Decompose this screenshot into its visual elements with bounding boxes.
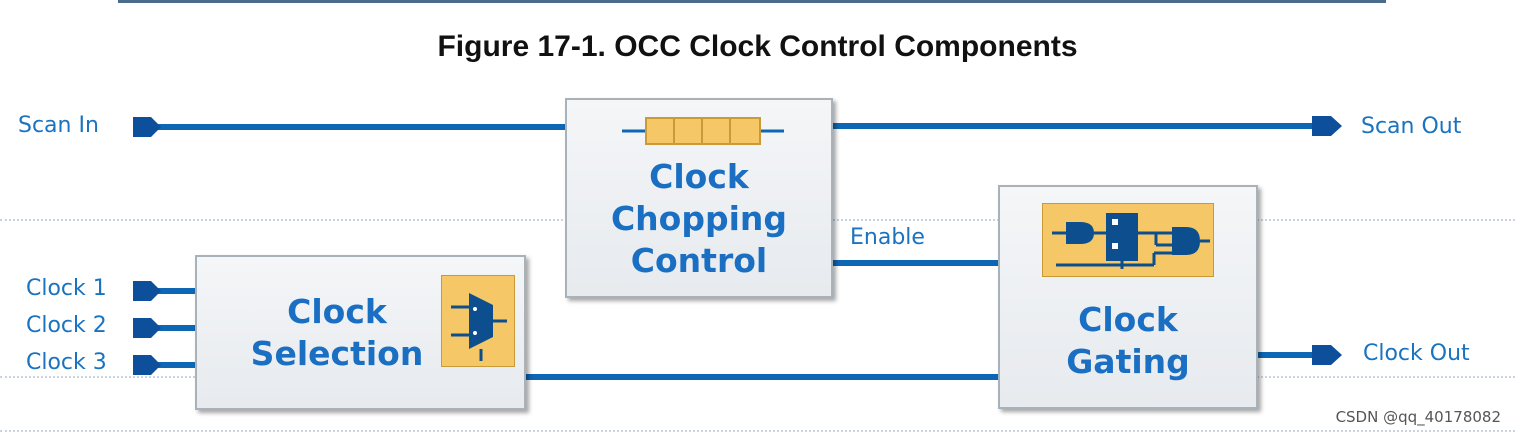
multiplexer-icon bbox=[440, 274, 516, 372]
clock-3-port bbox=[133, 355, 161, 375]
clock-gating-title: Clock Gating bbox=[1000, 299, 1256, 383]
clock-1-label: Clock 1 bbox=[26, 276, 107, 301]
clock-2-label: Clock 2 bbox=[26, 313, 107, 338]
clock-3-label: Clock 3 bbox=[26, 350, 107, 375]
block-title-line: Gating bbox=[1066, 342, 1190, 381]
clock-out-port bbox=[1312, 345, 1342, 365]
dotted-guide bbox=[0, 430, 1515, 432]
watermark: CSDN @qq_40178082 bbox=[1335, 408, 1501, 426]
block-title-line: Clock bbox=[287, 292, 387, 331]
block-title-line: Chopping bbox=[610, 199, 788, 238]
scan-out-port bbox=[1312, 116, 1342, 136]
figure-title: Figure 17-1. OCC Clock Control Component… bbox=[437, 30, 1078, 63]
clock-1-port bbox=[133, 281, 161, 301]
block-title-line: Control bbox=[630, 241, 768, 280]
block-title-line: Clock bbox=[1078, 300, 1178, 339]
clock-gating-block: Clock Gating bbox=[998, 185, 1258, 409]
clock-chopping-control-title: Clock Chopping Control bbox=[567, 156, 831, 282]
clock-selection-block: Clock Selection bbox=[195, 255, 526, 410]
top-rule bbox=[118, 0, 1386, 3]
clock-2-port bbox=[133, 318, 161, 338]
clock-chopping-control-block: Clock Chopping Control bbox=[565, 98, 833, 298]
scan-out-label: Scan Out bbox=[1361, 114, 1462, 139]
clock-gate-icon bbox=[1041, 202, 1215, 282]
block-title-line: Clock bbox=[649, 157, 749, 196]
shift-register-icon bbox=[622, 116, 784, 151]
enable-label: Enable bbox=[850, 225, 925, 250]
block-title-line: Selection bbox=[250, 334, 424, 373]
scan-in-port bbox=[133, 117, 161, 137]
clock-out-label: Clock Out bbox=[1363, 341, 1470, 366]
clock-selection-title: Clock Selection bbox=[237, 291, 437, 375]
scan-in-label: Scan In bbox=[18, 113, 99, 138]
